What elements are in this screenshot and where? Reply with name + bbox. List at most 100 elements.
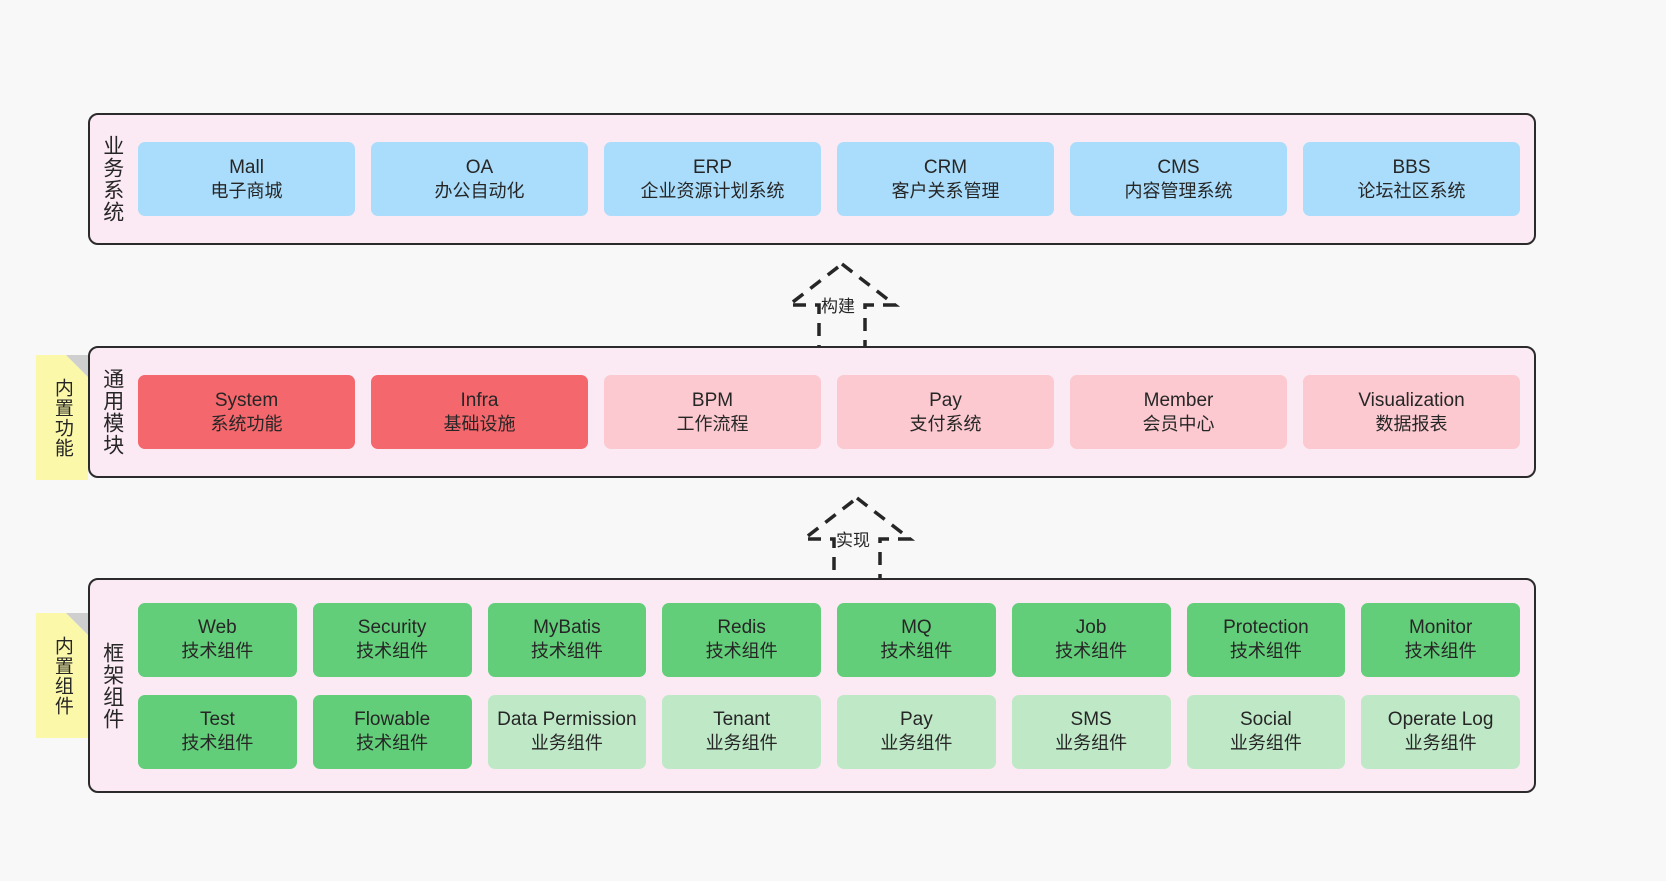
box-oa[interactable]: OA 办公自动化 — [371, 142, 588, 216]
box-security-subtitle: 技术组件 — [356, 641, 429, 662]
connector-implement: 实现 — [770, 492, 930, 584]
box-member-title: Member — [1143, 389, 1214, 411]
box-bpm-subtitle: 工作流程 — [676, 413, 749, 434]
box-mybatis-subtitle: 技术组件 — [530, 641, 603, 662]
layer-title-framework-component: 框架组件 — [100, 641, 124, 730]
box-mq[interactable]: MQ 技术组件 — [837, 602, 996, 677]
box-pay-component[interactable]: Pay 业务组件 — [837, 694, 996, 769]
box-crm[interactable]: CRM 客户关系管理 — [837, 142, 1054, 216]
box-sms-subtitle: 业务组件 — [1055, 733, 1128, 754]
connector-build: 构建 — [755, 258, 915, 350]
box-web-title: Web — [198, 617, 237, 639]
box-security[interactable]: Security 技术组件 — [312, 602, 472, 677]
box-sms-title: SMS — [1070, 709, 1112, 731]
box-social-title: Social — [1240, 709, 1292, 731]
box-protection[interactable]: Protection 技术组件 — [1186, 602, 1346, 677]
box-visualization[interactable]: Visualization 数据报表 — [1303, 375, 1520, 449]
box-crm-title: CRM — [923, 156, 968, 178]
box-job-subtitle: 技术组件 — [1055, 641, 1128, 662]
box-system-subtitle: 系统功能 — [210, 413, 283, 434]
box-operate-log[interactable]: Operate Log 业务组件 — [1361, 694, 1520, 769]
box-crm-subtitle: 客户关系管理 — [891, 180, 1000, 201]
box-sms[interactable]: SMS 业务组件 — [1011, 694, 1171, 769]
connector-build-label: 构建 — [821, 297, 855, 316]
box-erp-subtitle: 企业资源计划系统 — [640, 180, 785, 201]
layer-business-system: 业务系统 Mall 电子商城 OA 办公自动化 ERP 企业资源计划系统 CRM… — [88, 113, 1536, 245]
box-oa-subtitle: 办公自动化 — [434, 180, 525, 201]
box-bpm-title: BPM — [691, 389, 734, 411]
box-security-title: Security — [357, 617, 427, 639]
layer-title-common-module: 通用模块 — [100, 368, 124, 456]
box-mq-subtitle: 技术组件 — [880, 641, 953, 662]
box-monitor-title: Monitor — [1408, 617, 1473, 639]
box-bbs-subtitle: 论坛社区系统 — [1357, 180, 1466, 201]
box-mall-title: Mall — [229, 156, 264, 178]
box-erp[interactable]: ERP 企业资源计划系统 — [604, 142, 821, 216]
box-protection-subtitle: 技术组件 — [1229, 641, 1302, 662]
layer-body-business-system: Mall 电子商城 OA 办公自动化 ERP 企业资源计划系统 CRM 客户关系… — [134, 115, 1534, 243]
box-infra[interactable]: Infra 基础设施 — [371, 375, 588, 449]
box-data-permission-title: Data Permission — [497, 709, 637, 731]
box-web-subtitle: 技术组件 — [181, 641, 254, 662]
box-job[interactable]: Job 技术组件 — [1011, 602, 1171, 677]
box-operate-log-title: Operate Log — [1387, 709, 1494, 731]
box-test[interactable]: Test 技术组件 — [138, 694, 297, 769]
box-visualization-title: Visualization — [1358, 389, 1465, 411]
box-test-title: Test — [199, 709, 235, 731]
box-social-subtitle: 业务组件 — [1229, 733, 1302, 754]
layer-body-common-module: System 系统功能 Infra 基础设施 BPM 工作流程 Pay 支付系统… — [134, 348, 1534, 476]
box-tenant-title: Tenant — [713, 709, 771, 731]
box-monitor-subtitle: 技术组件 — [1404, 641, 1477, 662]
box-bbs[interactable]: BBS 论坛社区系统 — [1303, 142, 1520, 216]
row-tech-components: Web 技术组件 Security 技术组件 MyBatis 技术组件 Redi… — [138, 602, 1520, 677]
box-bpm[interactable]: BPM 工作流程 — [604, 375, 821, 449]
note-builtin-functions: 内置功能 — [36, 355, 88, 480]
box-flowable-title: Flowable — [354, 709, 431, 731]
box-job-title: Job — [1075, 617, 1107, 639]
box-flowable-subtitle: 技术组件 — [356, 733, 429, 754]
box-redis[interactable]: Redis 技术组件 — [662, 602, 821, 677]
box-mall-subtitle: 电子商城 — [210, 180, 283, 201]
layer-framework-component: 框架组件 Web 技术组件 Security 技术组件 MyBatis 技术组件… — [88, 578, 1536, 793]
box-pay-module-subtitle: 支付系统 — [909, 413, 982, 434]
box-oa-title: OA — [465, 156, 494, 178]
box-social[interactable]: Social 业务组件 — [1186, 694, 1346, 769]
box-pay-module[interactable]: Pay 支付系统 — [837, 375, 1054, 449]
connector-implement-label: 实现 — [836, 531, 870, 550]
box-redis-subtitle: 技术组件 — [705, 641, 778, 662]
layer-common-module: 通用模块 System 系统功能 Infra 基础设施 BPM 工作流程 Pay… — [88, 346, 1536, 478]
box-flowable[interactable]: Flowable 技术组件 — [312, 694, 472, 769]
box-system[interactable]: System 系统功能 — [138, 375, 355, 449]
box-test-subtitle: 技术组件 — [181, 733, 254, 754]
box-visualization-subtitle: 数据报表 — [1375, 413, 1448, 434]
box-web[interactable]: Web 技术组件 — [138, 602, 297, 677]
box-mybatis[interactable]: MyBatis 技术组件 — [487, 602, 647, 677]
row-business-components: Test 技术组件 Flowable 技术组件 Data Permission … — [138, 694, 1520, 769]
note-builtin-components-label: 内置组件 — [51, 635, 73, 716]
box-pay-component-title: Pay — [900, 709, 933, 731]
box-member[interactable]: Member 会员中心 — [1070, 375, 1287, 449]
box-data-permission-subtitle: 业务组件 — [530, 733, 603, 754]
box-tenant[interactable]: Tenant 业务组件 — [662, 694, 821, 769]
box-tenant-subtitle: 业务组件 — [705, 733, 778, 754]
box-pay-component-subtitle: 业务组件 — [880, 733, 953, 754]
box-monitor[interactable]: Monitor 技术组件 — [1361, 602, 1520, 677]
box-member-subtitle: 会员中心 — [1142, 413, 1215, 434]
box-cms-subtitle: 内容管理系统 — [1124, 180, 1233, 201]
row-business-systems: Mall 电子商城 OA 办公自动化 ERP 企业资源计划系统 CRM 客户关系… — [138, 142, 1520, 216]
note-builtin-components: 内置组件 — [36, 613, 88, 738]
box-cms[interactable]: CMS 内容管理系统 — [1070, 142, 1287, 216]
box-erp-title: ERP — [692, 156, 733, 178]
box-cms-title: CMS — [1157, 156, 1200, 178]
box-bbs-title: BBS — [1392, 156, 1431, 178]
box-system-title: System — [214, 389, 279, 411]
box-mall[interactable]: Mall 电子商城 — [138, 142, 355, 216]
box-protection-title: Protection — [1223, 617, 1309, 639]
layer-title-business-system: 业务系统 — [100, 135, 124, 223]
row-common-modules: System 系统功能 Infra 基础设施 BPM 工作流程 Pay 支付系统… — [138, 375, 1520, 449]
box-data-permission[interactable]: Data Permission 业务组件 — [487, 694, 647, 769]
box-infra-subtitle: 基础设施 — [443, 413, 516, 434]
box-infra-title: Infra — [460, 389, 499, 411]
box-operate-log-subtitle: 业务组件 — [1404, 733, 1477, 754]
